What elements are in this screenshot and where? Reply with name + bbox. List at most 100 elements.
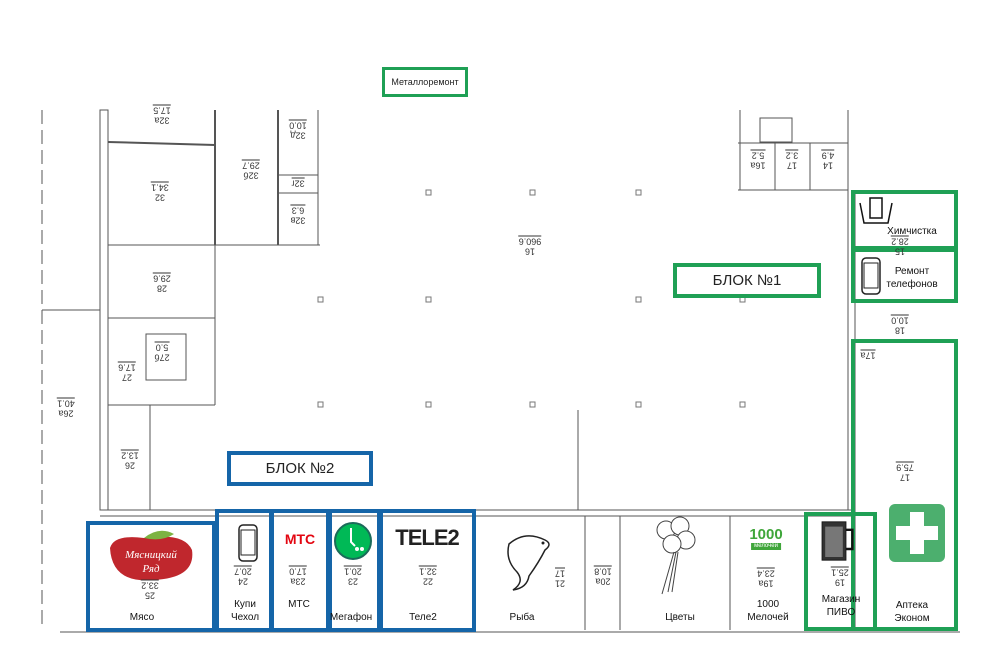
metalloremont-label: Металлоремонт (391, 77, 459, 87)
ryba-label: Рыба (509, 612, 535, 623)
room-area: 10.8 (594, 565, 612, 577)
room-number: 28 (157, 283, 168, 294)
room-number: 23а (290, 576, 306, 587)
laundry-icon (859, 197, 893, 224)
room-number: 17а (860, 350, 876, 361)
room-area: 17.6 (118, 361, 136, 373)
metalloremont-box[interactable]: Металлоремонт (382, 67, 468, 97)
block-1-label-box[interactable]: БЛОК №1 (673, 263, 821, 298)
mts-label: МТС (288, 599, 310, 610)
room-area: 17.0 (289, 565, 307, 577)
room-number: 23 (348, 576, 359, 587)
room-number: 15 (895, 246, 906, 257)
room-area: 32.1 (419, 565, 437, 577)
room-area: 17.5 (153, 104, 171, 116)
room-number: 26 (125, 460, 136, 471)
block-2-label-box[interactable]: БЛОК №2 (227, 451, 373, 486)
fish-icon (507, 535, 550, 591)
myaso-label: Мясо (129, 612, 155, 623)
cvety-label: Цветы (665, 612, 695, 623)
room-number: 32а (154, 115, 170, 126)
svg-text:Мясницкий: Мясницкий (124, 549, 177, 561)
room-area: 20.1 (344, 565, 362, 577)
apteka-label-1: Аптека (895, 600, 929, 611)
beer-mug-icon (821, 521, 854, 561)
room-number: 32в (290, 215, 306, 226)
pharmacy-cross-icon (889, 504, 945, 562)
room-number: 19а (758, 578, 774, 589)
mts-logo: МТС (284, 531, 316, 547)
room-area: 34.1 (151, 181, 169, 193)
pivo-label-1: Магазин (821, 594, 861, 605)
room-label: 32г (291, 177, 305, 189)
room-area: 33.2 (141, 579, 159, 591)
room-area: 29.6 (153, 272, 171, 284)
room-number: 16 (525, 246, 536, 257)
room-number: 22 (423, 576, 434, 587)
room-area: 29.7 (242, 159, 260, 171)
room-area: 6.3 (290, 204, 306, 216)
apteka-label-2: Эконом (894, 613, 930, 624)
room-area: 28.2 (891, 235, 909, 247)
room-area: 13.2 (121, 449, 139, 461)
room-area: 20.7 (234, 565, 252, 577)
room-label: 17а (860, 349, 876, 361)
room-area: 10.0 (891, 314, 909, 326)
pivo-label-2: ПИВО (826, 607, 856, 618)
room-number: 27 (122, 372, 133, 383)
room-number: 32д (290, 130, 306, 141)
room-number: 32 (155, 192, 166, 203)
room-number: 17 (900, 472, 911, 483)
shop-myaso[interactable] (86, 521, 216, 632)
room-number: 20а (595, 576, 611, 587)
kupi-label-2: Чехол (230, 612, 260, 623)
melochey-label-1: 1000 (756, 599, 780, 610)
remont-label-2: телефонов (886, 279, 938, 290)
shop-tele2[interactable] (379, 509, 476, 632)
room-number: 27б (154, 352, 170, 363)
1000-melochey-logo-sub: мелочей (751, 543, 781, 550)
shop-pivo[interactable] (804, 512, 877, 631)
svg-text:Ряд: Ряд (141, 563, 160, 575)
megafon-logo-icon (334, 522, 372, 560)
megafon-label: Мегафон (329, 612, 373, 623)
room-area: 960.6 (518, 235, 542, 247)
block-2-label: БЛОК №2 (265, 460, 335, 477)
block-1-label: БЛОК №1 (712, 272, 782, 289)
1000-melochey-logo: 1000 (749, 526, 783, 543)
room-number: 32б (243, 170, 259, 181)
room-area: 17 (554, 567, 566, 579)
himchistka-label: Химчистка (887, 226, 937, 237)
shop-remont-telefonov[interactable] (851, 248, 958, 303)
room-number: 26а (58, 408, 74, 419)
room-number: 16а (750, 160, 766, 171)
tele2-logo: TELE2 (395, 525, 459, 550)
room-area: 4.9 (821, 149, 835, 161)
room-number: 25 (145, 590, 156, 601)
myasnitsky-ryad-logo: Мясницкий Ряд (110, 530, 193, 581)
shop-apteka[interactable] (851, 339, 958, 631)
smartphone-icon (861, 257, 881, 295)
room-number: 17 (786, 160, 798, 171)
room-number: 32г (291, 178, 305, 189)
